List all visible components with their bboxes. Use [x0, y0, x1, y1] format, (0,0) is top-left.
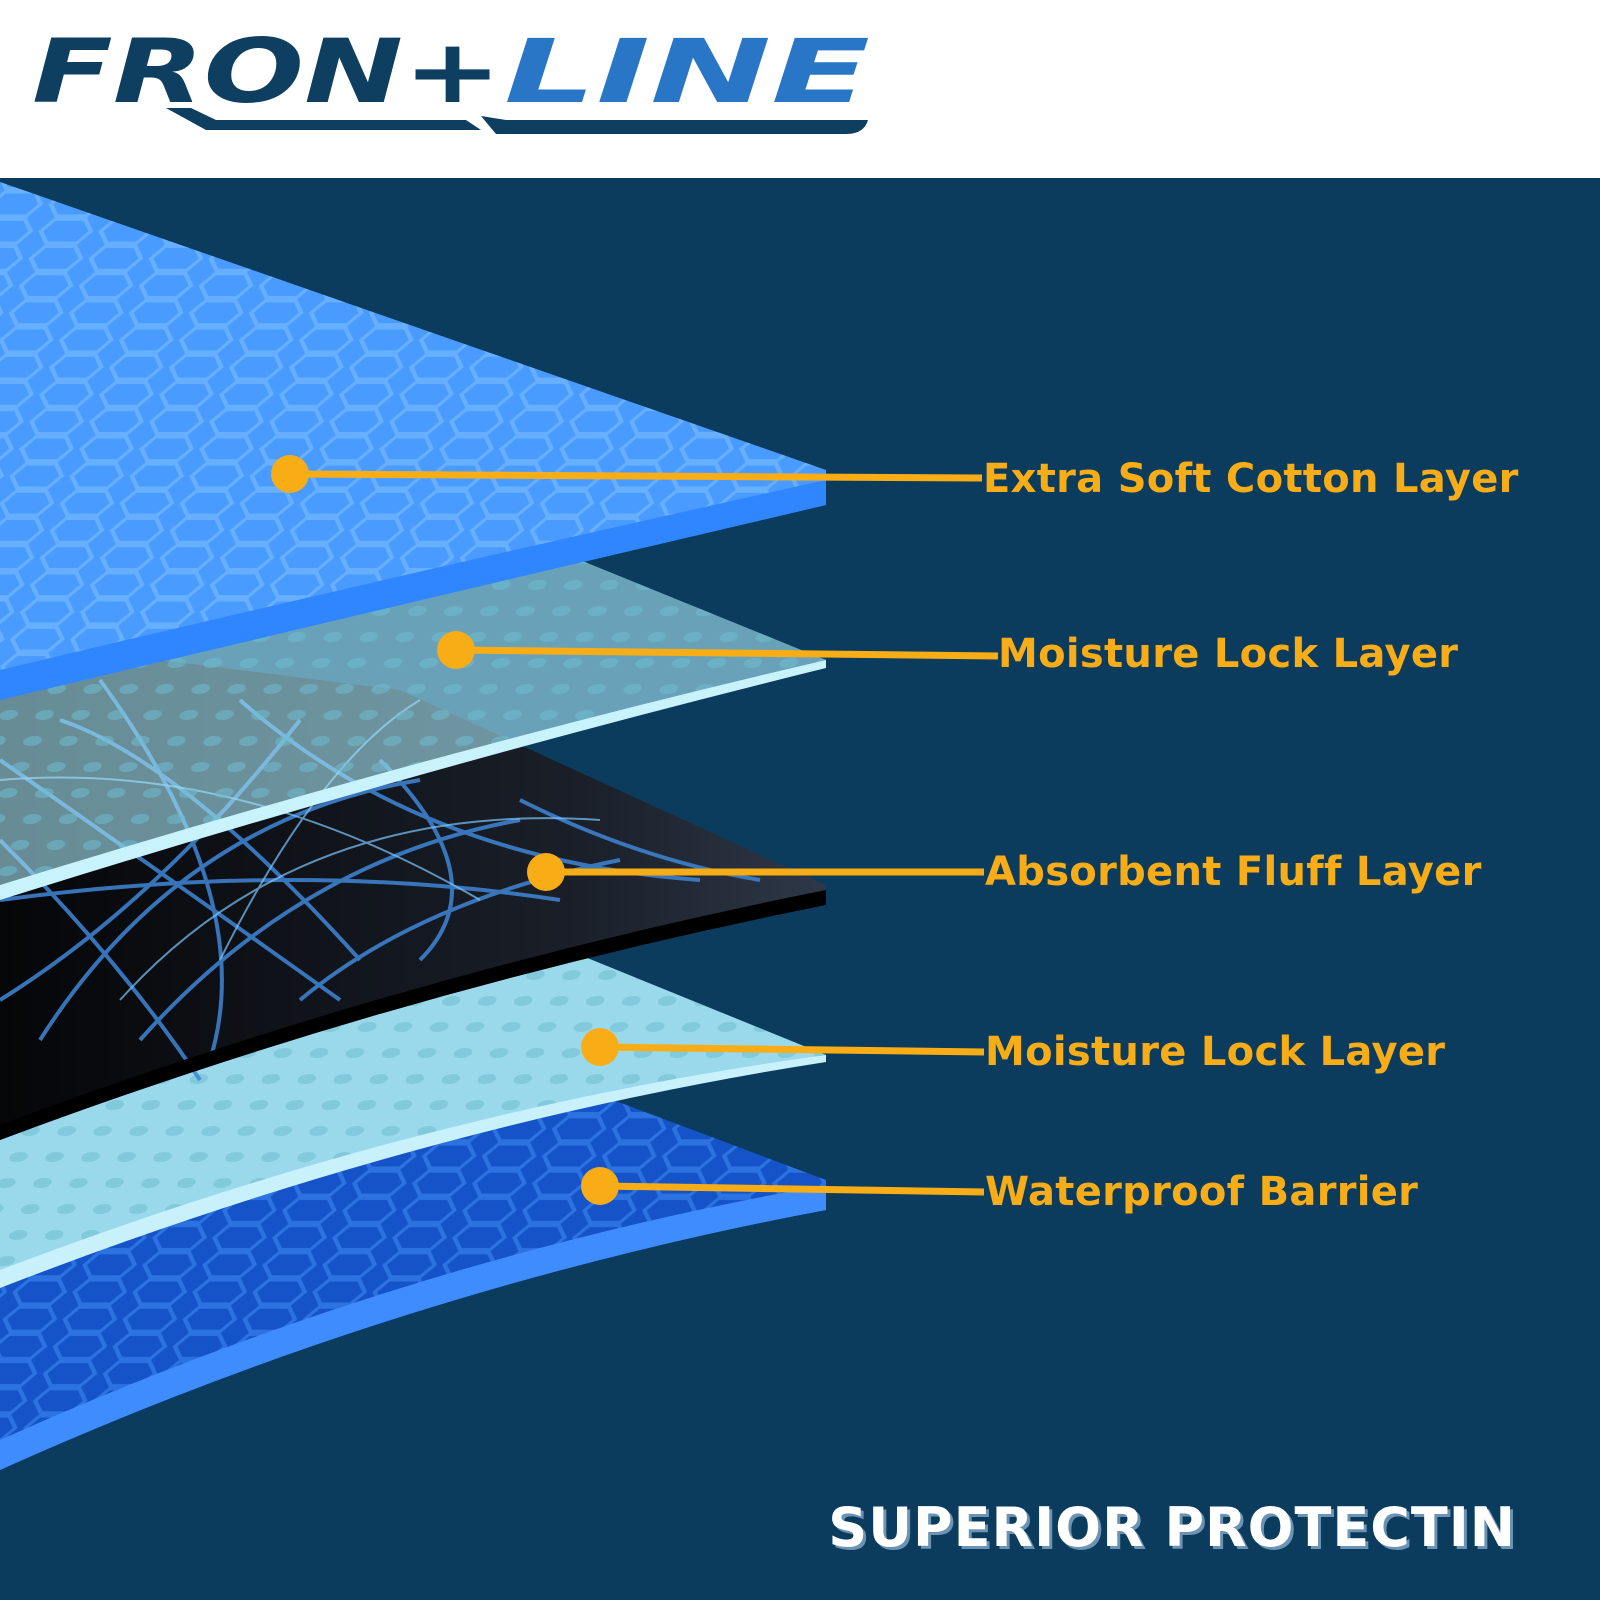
- logo-text-dark: FRON+: [32, 30, 502, 123]
- callout-line-1: [289, 470, 983, 482]
- callout-line-2: [455, 646, 999, 660]
- callout-lines: [289, 470, 999, 1196]
- tagline: SUPERIOR PROTECTIN: [828, 1496, 1516, 1559]
- logo-text-light: LINE: [504, 30, 870, 123]
- layer-label-4: Moisture Lock Layer: [985, 1029, 1446, 1075]
- logo-swoosh-dark: [166, 108, 481, 130]
- callout-dot-5: [581, 1167, 619, 1205]
- callout-dot-4: [581, 1028, 619, 1066]
- layer-label-5: Waterproof Barrier: [985, 1169, 1419, 1215]
- callout-dot-2: [437, 631, 475, 669]
- callout-line-5: [599, 1182, 985, 1196]
- moisture-lock-layer-upper: [0, 560, 826, 900]
- layer-label-2: Moisture Lock Layer: [998, 631, 1459, 677]
- layer-label-1: Extra Soft Cotton Layer: [983, 456, 1519, 502]
- callout-dots: [271, 455, 619, 1205]
- callout-dot-1: [271, 455, 309, 493]
- callout-line-4: [599, 1043, 985, 1056]
- layer-label-3: Absorbent Fluff Layer: [985, 849, 1482, 895]
- extra-soft-cotton-layer: [0, 182, 826, 700]
- callout-dot-3: [527, 853, 565, 891]
- frontline-logo: FRON+ LINE: [32, 30, 870, 134]
- header: FRON+ LINE: [0, 0, 1600, 178]
- logo-swoosh-light: [481, 116, 868, 134]
